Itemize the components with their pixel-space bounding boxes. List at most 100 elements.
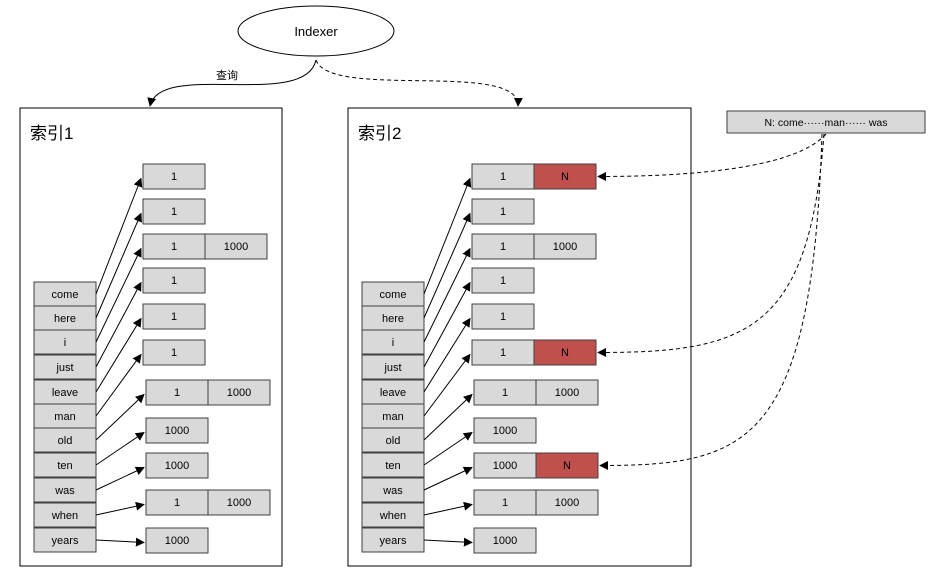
index2-posting-cell	[471, 163, 535, 190]
index1-term-label: man	[54, 411, 75, 423]
index2-posting-cell	[471, 233, 535, 260]
index1-term-label: old	[58, 435, 73, 447]
index1-posting-arrow	[95, 317, 142, 393]
index2-new-doc-cell	[535, 452, 599, 479]
index1-posting-arrow	[95, 393, 145, 441]
index2-posting-value: 1	[500, 206, 506, 218]
index1-term-cell	[33, 452, 97, 478]
new-doc-link-arrow	[597, 133, 827, 181]
index2-posting-arrow	[423, 393, 473, 441]
index1-posting-cell	[145, 417, 209, 444]
index1-posting-value: 1	[174, 387, 180, 399]
index1-term-cell	[33, 502, 97, 528]
index2-posting-cell	[471, 267, 535, 294]
index2-posting-value: N	[563, 460, 571, 472]
index1-posting-value: 1	[171, 206, 177, 218]
index2-posting-value: 1	[502, 497, 508, 509]
index1-term-cell	[33, 477, 97, 503]
index2-posting-cell	[473, 452, 537, 479]
index2-posting-cell	[471, 303, 535, 330]
index2-posting-arrow	[423, 466, 473, 491]
index2-term-label: man	[382, 411, 403, 423]
index2-posting-arrow	[423, 353, 471, 417]
index1-term-label: here	[54, 313, 76, 325]
index1-posting-cell	[142, 233, 206, 260]
query-arrow	[147, 59, 317, 107]
index1-posting-value: 1000	[227, 387, 251, 399]
index2-posting-value: 1000	[553, 241, 577, 253]
update-arrow	[315, 59, 523, 107]
index2-posting-arrow	[423, 431, 473, 466]
index2-term-label: i	[392, 337, 394, 349]
index2-term-label: ten	[385, 460, 400, 472]
new-doc-label: N: come······man······ was	[764, 117, 887, 129]
index2-posting-value: N	[561, 171, 569, 183]
index1-posting-arrow	[95, 537, 145, 547]
index2-structure: comehereijustleavemanoldtenwaswhenyears1…	[361, 163, 599, 554]
index1-term-label: just	[55, 362, 73, 374]
index2-posting-value: 1	[500, 347, 506, 359]
index2-posting-value: 1000	[555, 387, 579, 399]
index1-posting-cell	[142, 267, 206, 294]
index2-posting-value: 1	[502, 387, 508, 399]
index2-term-label: when	[379, 510, 406, 522]
index2-term-label: here	[382, 313, 404, 325]
index2-new-doc-cell	[533, 163, 597, 190]
index2-posting-value: 1	[500, 311, 506, 323]
index2-title: 索引2	[358, 124, 401, 143]
index2-posting-arrow	[423, 177, 472, 295]
index1-term-cell	[33, 305, 97, 331]
index2-posting-value: N	[561, 347, 569, 359]
index1-term-label: leave	[52, 387, 78, 399]
index1-title: 索引1	[30, 124, 73, 143]
new-doc-link-arrow	[599, 133, 823, 470]
index1-posting-cell	[145, 379, 209, 406]
index1-posting-cell	[207, 489, 271, 516]
index2-posting-value: 1000	[493, 460, 517, 472]
index1-posting-arrow	[95, 353, 142, 417]
index1-posting-value: 1000	[227, 497, 251, 509]
index1-term-label: was	[54, 485, 75, 497]
index1-posting-arrow	[95, 247, 142, 343]
index1-term-cell	[33, 379, 97, 405]
index1-posting-arrow	[95, 177, 143, 295]
index2-term-cell	[361, 477, 425, 503]
index1-posting-arrow	[95, 212, 142, 319]
index2-term-label: old	[386, 435, 401, 447]
index2-term-label: come	[380, 289, 407, 301]
index2-posting-arrow	[423, 537, 473, 547]
index2-term-cell	[361, 379, 425, 405]
index1-posting-cell	[142, 198, 206, 225]
index2-term-cell	[361, 281, 425, 307]
index1-posting-arrow	[95, 431, 145, 466]
index1-posting-value: 1	[171, 171, 177, 183]
index2-term-cell	[361, 403, 425, 429]
index2-posting-cell	[473, 379, 537, 406]
index1-posting-arrow	[95, 281, 142, 368]
index2-posting-value: 1000	[493, 535, 517, 547]
index2-posting-arrow	[423, 247, 471, 343]
index2-posting-cell	[535, 489, 599, 516]
index1-posting-arrow	[95, 501, 145, 516]
index1-posting-value: 1	[171, 275, 177, 287]
index1-term-cell	[33, 427, 97, 453]
index2-posting-value: 1000	[493, 425, 517, 437]
indexer-node	[237, 5, 395, 57]
index1-posting-value: 1	[171, 241, 177, 253]
index1-term-label: years	[52, 535, 79, 547]
index2-posting-cell	[473, 417, 537, 444]
index1-structure: comehereijustleavemanoldtenwaswhenyears1…	[33, 163, 271, 554]
index2-term-label: leave	[380, 387, 406, 399]
index1-posting-arrow	[95, 466, 145, 491]
index2-posting-value: 1	[500, 171, 506, 183]
index1-term-cell	[33, 329, 97, 355]
indexer-label: Indexer	[294, 24, 338, 39]
index1-posting-value: 1	[171, 311, 177, 323]
index1-posting-cell	[145, 527, 209, 554]
index2-posting-arrow	[423, 501, 473, 516]
index1-posting-value: 1	[171, 347, 177, 359]
index1-posting-cell	[142, 303, 206, 330]
index2-term-label: just	[383, 362, 401, 374]
new-doc-links	[597, 133, 827, 470]
